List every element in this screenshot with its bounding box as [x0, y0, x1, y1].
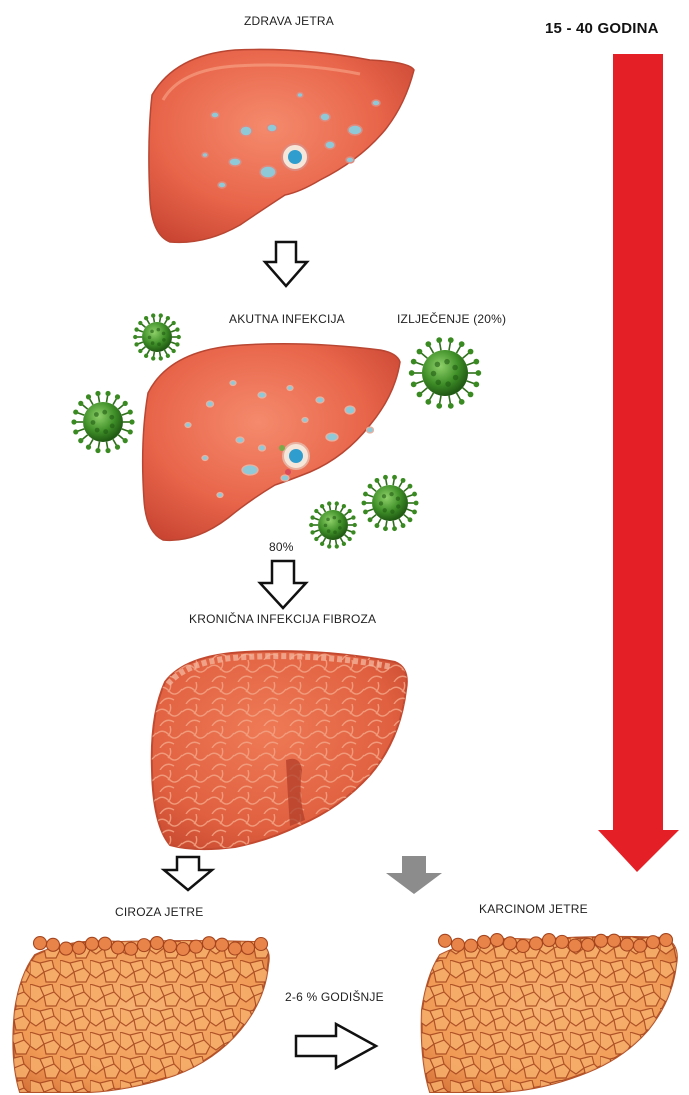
- right-arrow: [296, 1024, 376, 1068]
- down-arrow-2: [260, 561, 306, 608]
- cirrhosis-label: CIROZA JETRE: [115, 905, 203, 919]
- down-arrow-1: [265, 242, 307, 286]
- fibrosis-liver-image: [152, 651, 407, 849]
- virus-icon-5: [309, 501, 357, 548]
- grey-down-arrow: [386, 856, 442, 894]
- virus-icon-1: [133, 313, 181, 360]
- healthy-liver-label: ZDRAVA JETRA: [244, 14, 334, 28]
- carcinoma-label: KARCINOM JETRE: [479, 902, 588, 916]
- virus-icon-3: [409, 337, 481, 408]
- acute-liver-image: [143, 344, 400, 541]
- timespan-label: 15 - 40 GODINA: [545, 20, 659, 37]
- progression-rate-label: 80%: [269, 540, 294, 554]
- chronic-fibrosis-label: KRONIČNA INFEKCIJA FIBROZA: [189, 612, 376, 626]
- recovery-label: IZLJEČENJE (20%): [397, 312, 506, 326]
- virus-icon-2: [71, 391, 134, 453]
- cirrhosis-liver-image: [13, 937, 268, 1092]
- acute-infection-label: AKUTNA INFEKCIJA: [229, 312, 345, 326]
- virus-icon-4: [361, 475, 418, 531]
- carcinoma-liver-image: [422, 934, 677, 1092]
- annual-rate-label: 2-6 % GODIŠNJE: [285, 990, 384, 1004]
- timeline-arrow: [598, 54, 679, 872]
- healthy-liver-image: [149, 49, 414, 242]
- down-arrow-3: [164, 857, 212, 890]
